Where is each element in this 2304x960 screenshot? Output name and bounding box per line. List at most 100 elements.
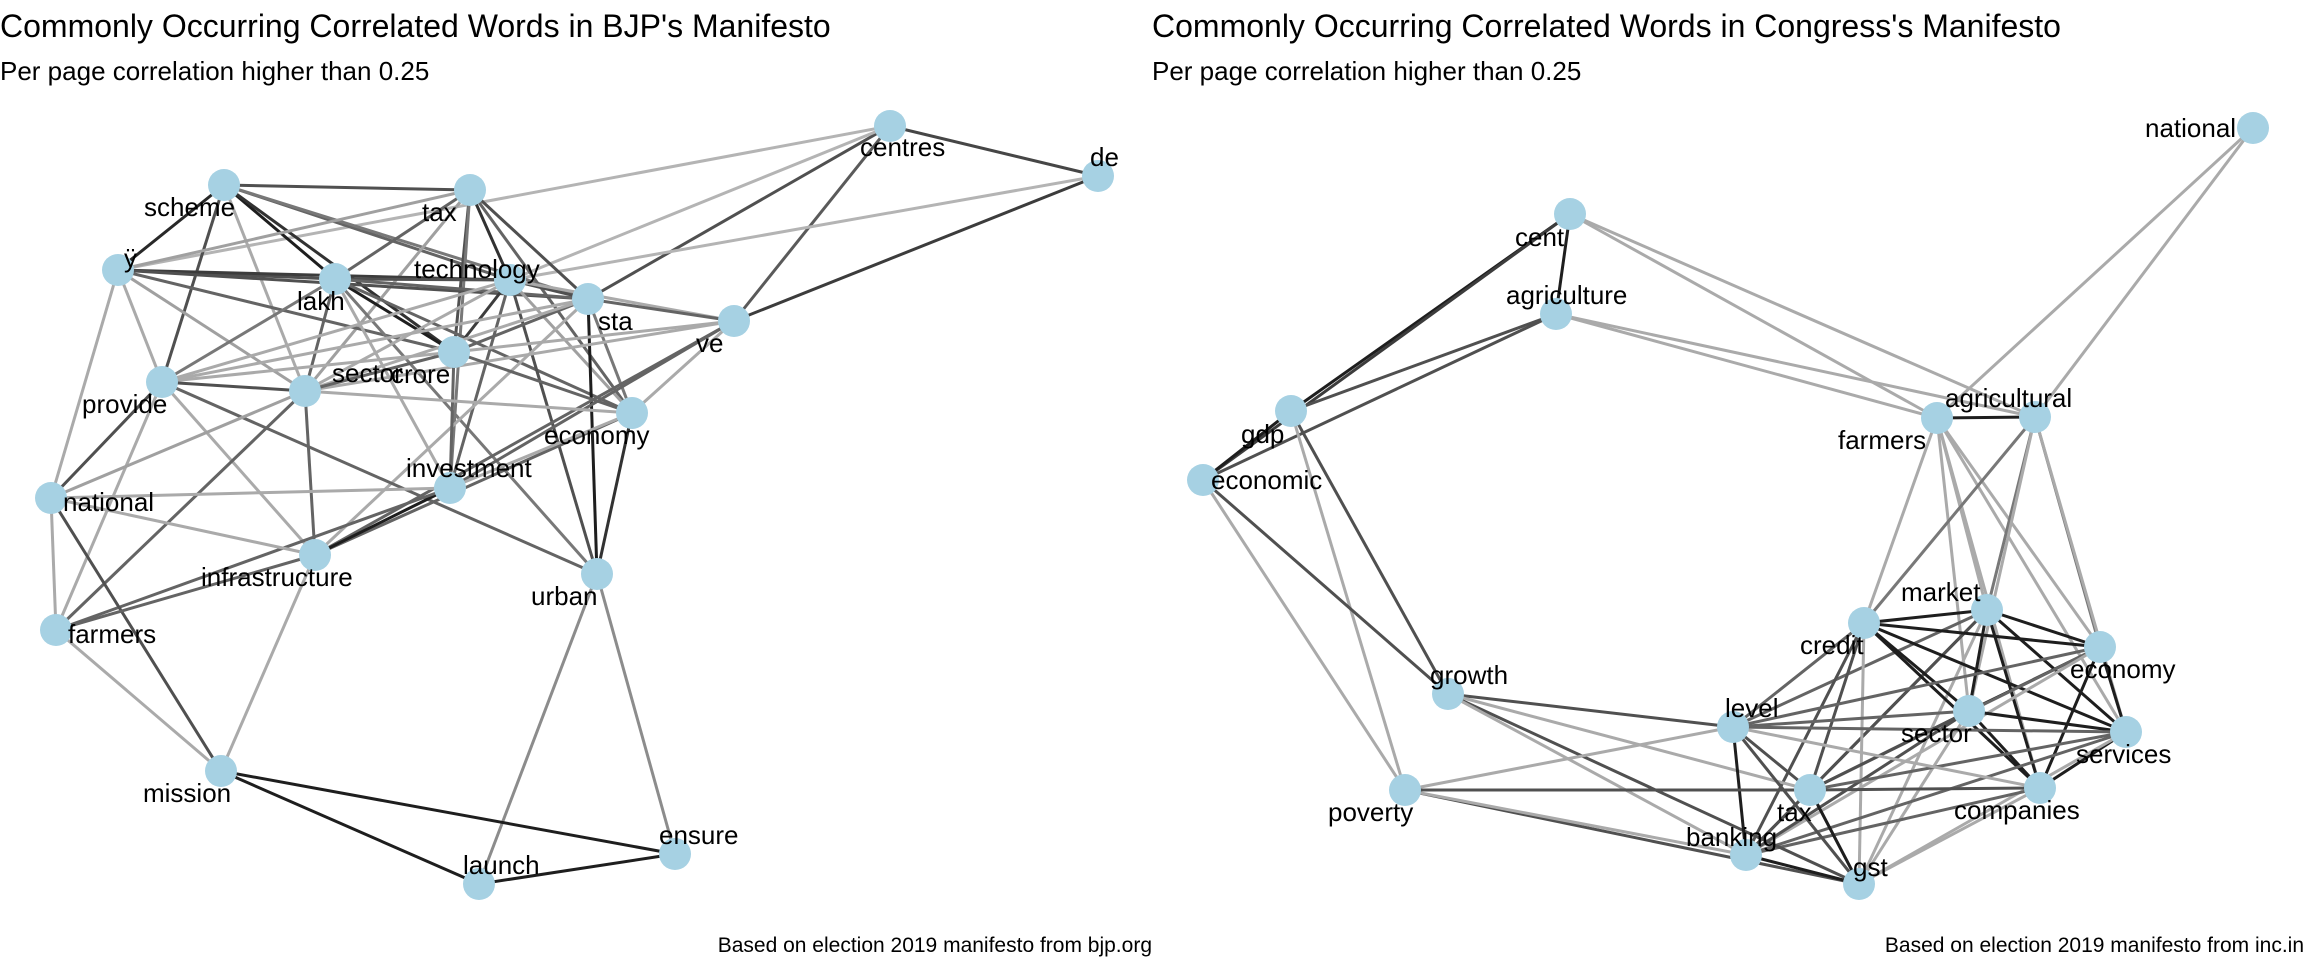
- edge-ve-infrastructure: [314, 319, 735, 557]
- edge-infrastructure-farmers: [55, 553, 316, 632]
- node-lakh: [319, 263, 351, 295]
- edge-sector-gst: [1857, 710, 1971, 885]
- edge-economic-growth: [1202, 478, 1449, 696]
- edge-economic-poverty: [1201, 479, 1407, 791]
- node-label-ve: ve: [696, 328, 723, 358]
- edge-poverty-banking: [1404, 788, 1747, 857]
- node-label-growth: growth: [1430, 660, 1508, 690]
- node-label-scheme: scheme: [144, 192, 235, 222]
- node-layer: [35, 110, 1114, 900]
- node-label-credit: credit: [1800, 630, 1864, 660]
- edge-market-economy: [1986, 608, 2101, 649]
- edge-credit-economy: [1863, 621, 2101, 649]
- node-layer: [1187, 112, 2269, 900]
- edge-credit-services: [1863, 621, 2127, 734]
- edge-layer: [49, 124, 1099, 886]
- edge-cent-agriculture: [1554, 213, 1572, 315]
- edge-agricultural-credit: [1862, 416, 2037, 624]
- edge-sta-economy: [586, 298, 634, 414]
- edge-crore-provide: [161, 350, 455, 384]
- node-infrastructure: [299, 539, 331, 571]
- edge-national-infrastructure: [50, 496, 316, 557]
- edge-credit-companies: [1862, 621, 2042, 790]
- node-label-farmers: farmers: [68, 619, 156, 649]
- edge-investment-infrastructure: [314, 486, 451, 557]
- edge-cent-farmers: [1569, 212, 1938, 420]
- edge-companies-gst: [1858, 786, 2041, 886]
- node-label-economic: economic: [1211, 465, 1322, 495]
- node-y: [102, 254, 134, 286]
- edge-gdp-economic: [1202, 409, 1292, 482]
- edge-urban-ensure: [595, 573, 677, 855]
- edge-sector-tax: [1809, 709, 1970, 792]
- edge-mission-ensure: [220, 769, 676, 856]
- edge-centres-de: [889, 124, 1099, 178]
- edge-tax-y: [117, 188, 471, 272]
- node-label-companies: companies: [1954, 795, 2080, 825]
- node-economy: [2084, 631, 2116, 663]
- edge-de-technology: [509, 174, 1099, 282]
- node-label-technology: technology: [414, 254, 540, 284]
- node-tax: [454, 174, 486, 206]
- edge-market-sector: [1967, 609, 1989, 712]
- node-companies: [2024, 772, 2056, 804]
- node-national: [2237, 112, 2269, 144]
- node-gdp: [1275, 395, 1307, 427]
- edge-companies-tax: [1809, 786, 2041, 792]
- edge-farmers-credit: [1862, 417, 1939, 624]
- node-economic: [1187, 464, 1219, 496]
- edge-level-poverty: [1404, 725, 1734, 792]
- edge-credit-tax: [1808, 622, 1866, 791]
- edge-sector-services: [1968, 709, 2127, 734]
- edge-national-farmers: [1935, 126, 2255, 420]
- node-label-launch: launch: [463, 850, 540, 880]
- edge-market-level: [1732, 608, 1988, 729]
- node-label-economy: economy: [544, 420, 650, 450]
- node-label-infrastructure: infrastructure: [201, 562, 353, 592]
- node-poverty: [1389, 774, 1421, 806]
- edge-sector-national: [50, 389, 306, 500]
- edge-sector-banking: [1745, 709, 1970, 857]
- bjp-subtitle: Per page correlation higher than 0.25: [0, 56, 430, 86]
- edge-urban-launch: [477, 573, 599, 885]
- edge-level-tax: [1732, 725, 1811, 792]
- node-level: [1717, 711, 1749, 743]
- edge-services-tax: [1809, 730, 2127, 792]
- node-label-cent: cent: [1515, 222, 1565, 252]
- edge-crore-investment: [448, 351, 456, 489]
- edge-agriculture-agricultural: [1555, 312, 2036, 419]
- edge-tax-sector: [303, 189, 472, 392]
- node-label-investment: investment: [406, 453, 532, 483]
- node-label-national: national: [2145, 113, 2236, 143]
- node-label-gst: gst: [1853, 852, 1888, 882]
- node-crore: [438, 336, 470, 368]
- inc-subtitle: Per page correlation higher than 0.25: [1152, 56, 1582, 86]
- edge-layer: [1201, 126, 2255, 886]
- edge-sector-economy: [304, 389, 633, 415]
- node-services: [2110, 716, 2142, 748]
- edge-y-crore: [117, 268, 455, 354]
- edge-sector-farmers: [54, 389, 307, 632]
- edge-centres-technology: [509, 124, 891, 282]
- inc-caption: Based on election 2019 manifesto from in…: [1884, 934, 2304, 957]
- node-cent: [1554, 198, 1586, 230]
- edge-provide-national: [49, 380, 164, 500]
- edge-economy-infrastructure: [314, 411, 633, 557]
- edge-tax-gst: [1808, 789, 1861, 885]
- node-growth: [1432, 678, 1464, 710]
- inc-title: Commonly Occurring Correlated Words in C…: [1152, 8, 2061, 44]
- node-market: [1971, 594, 2003, 626]
- node-de: [1082, 160, 1114, 192]
- edge-credit-level: [1732, 621, 1865, 729]
- edge-gdp-poverty: [1289, 410, 1407, 791]
- edge-farmers-mission: [55, 628, 222, 773]
- edge-sta-ve: [587, 297, 735, 323]
- edge-tax-sta: [468, 188, 590, 301]
- edge-services-banking: [1745, 730, 2127, 857]
- node-label-sta: sta: [598, 306, 633, 336]
- edge-economy-companies: [2038, 646, 2102, 789]
- node-label-mission: mission: [143, 778, 231, 808]
- node-urban: [581, 558, 613, 590]
- node-agricultural: [2019, 401, 2051, 433]
